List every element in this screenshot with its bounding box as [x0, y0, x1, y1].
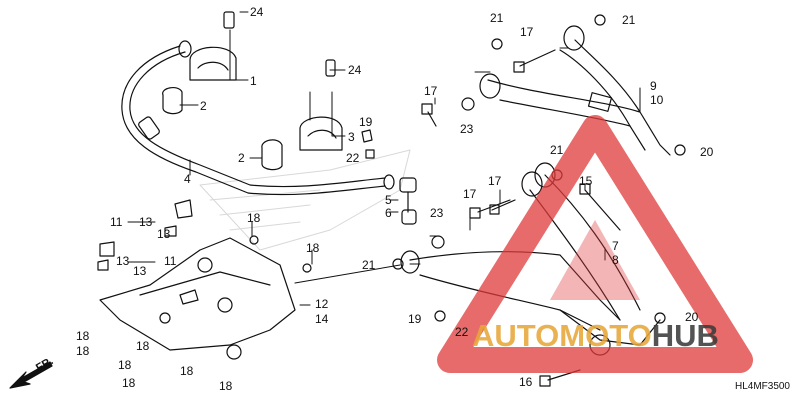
callout-19: 19 [359, 115, 373, 129]
diagram-code: HL4MF3500 [734, 381, 790, 392]
callout-20: 20 [685, 310, 699, 324]
callout-22: 22 [455, 325, 469, 339]
callout-24: 24 [348, 63, 362, 77]
callout-9: 9 [650, 79, 657, 93]
callout-18: 18 [76, 344, 90, 358]
callout-15: 15 [579, 174, 593, 188]
callout-13: 13 [139, 215, 153, 229]
callout-11: 11 [164, 254, 177, 268]
callout-2: 2 [200, 99, 207, 113]
callout-21: 21 [550, 143, 564, 157]
callout-17: 17 [424, 84, 438, 98]
callout-18: 18 [306, 241, 320, 255]
callout-16: 16 [519, 375, 533, 389]
callout-13: 13 [133, 264, 147, 278]
callout-2: 2 [238, 151, 245, 165]
stabilizer-link [399, 177, 417, 225]
callout-5: 5 [385, 193, 392, 207]
callout-14: 14 [315, 312, 329, 326]
callout-12: 12 [315, 297, 329, 311]
callout-17: 17 [520, 25, 534, 39]
callout-8: 8 [612, 253, 619, 267]
watermark-logo [437, 115, 753, 373]
callout-18: 18 [122, 376, 136, 390]
callout-19: 19 [408, 312, 422, 326]
stabilizer-bar [121, 40, 395, 196]
callout-18: 18 [219, 379, 233, 393]
callout-10: 10 [650, 93, 664, 107]
callout-18: 18 [118, 358, 132, 372]
callout-17: 17 [488, 174, 502, 188]
callout-11: 11 [110, 215, 123, 229]
callout-17: 17 [463, 187, 477, 201]
callout-13: 13 [157, 227, 171, 241]
callout-18: 18 [136, 339, 150, 353]
callout-18: 18 [180, 364, 194, 378]
watermark-moto: MOTO [559, 318, 652, 353]
leader-lines [127, 11, 641, 306]
callout-20: 20 [700, 145, 714, 159]
callout-21: 21 [622, 13, 636, 27]
callout-1: 1 [250, 74, 257, 88]
callout-24: 24 [250, 5, 264, 19]
callout-18: 18 [76, 329, 90, 343]
callout-21: 21 [362, 258, 376, 272]
callout-22: 22 [346, 151, 360, 165]
watermark-text: AUTOMOTOHUB [472, 318, 719, 354]
callout-7: 7 [612, 239, 619, 253]
callout-21: 21 [490, 11, 504, 25]
bolts [249, 14, 686, 387]
callout-23: 23 [430, 206, 444, 220]
watermark-hub: HUB [651, 318, 719, 353]
callout-18: 18 [247, 211, 261, 225]
bushing-holder-top [162, 11, 237, 115]
callout-13: 13 [116, 254, 130, 268]
callout-3: 3 [348, 130, 355, 144]
background-wing-logo [199, 149, 411, 251]
callout-4: 4 [184, 172, 191, 186]
skid-plate [99, 237, 296, 360]
clamps [97, 199, 193, 271]
front-arrow-icon [9, 361, 53, 389]
callout-6: 6 [385, 206, 392, 220]
watermark-auto: AUTO [472, 318, 560, 353]
callout-23: 23 [460, 122, 474, 136]
